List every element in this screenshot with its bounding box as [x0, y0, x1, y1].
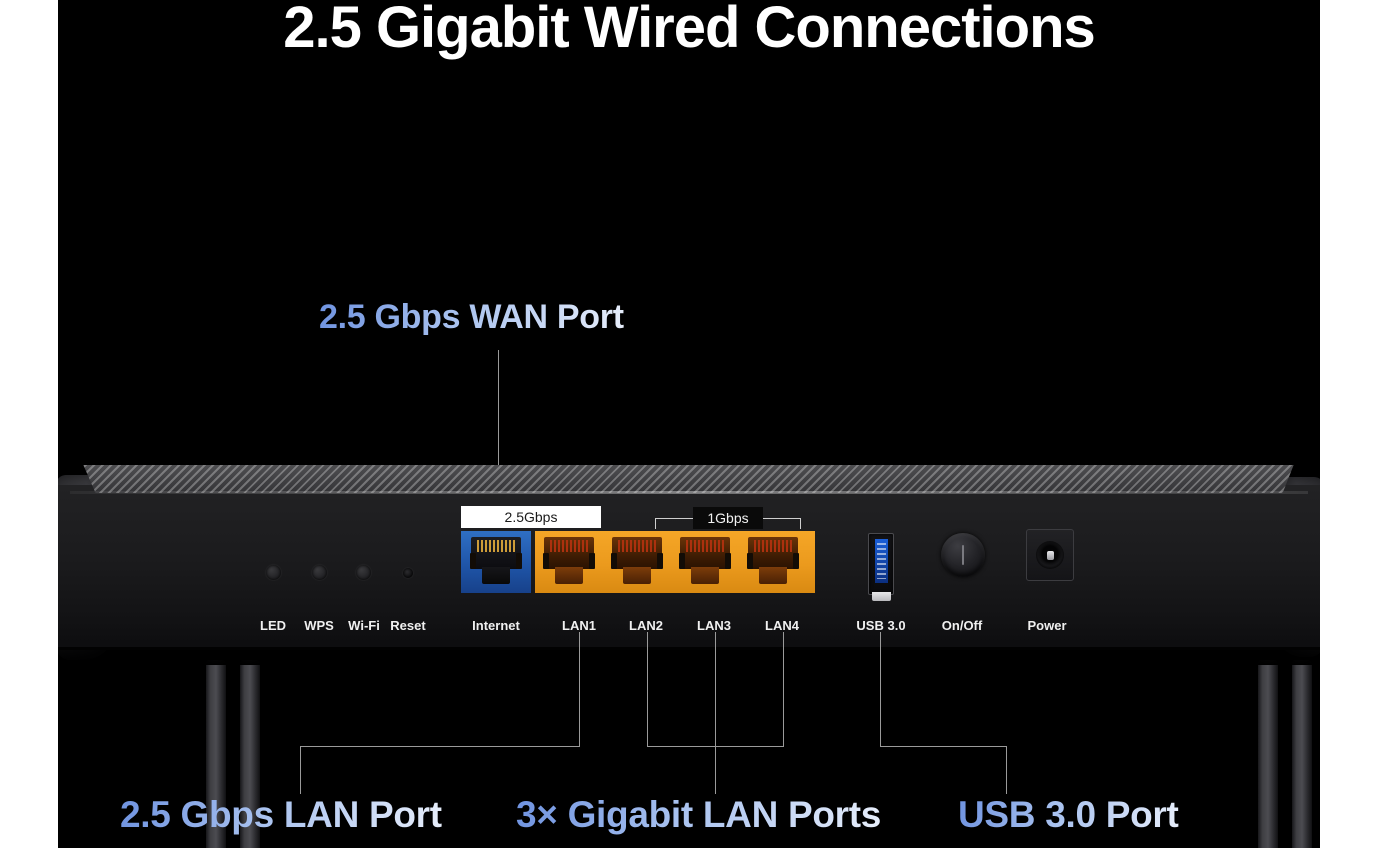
bracket-tick-right	[800, 518, 801, 529]
callout-gigabit-lan: 3× Gigabit LAN Ports	[516, 794, 882, 835]
jack-clip-left	[543, 553, 549, 569]
rj45-jack-lan1[interactable]	[543, 537, 595, 587]
leader-line-usb-v1	[880, 632, 881, 746]
antenna-left-1	[206, 660, 226, 848]
jack-latch-slot	[482, 567, 510, 584]
port-label-usb: USB 3.0	[856, 618, 906, 633]
port-label-reset: Reset	[390, 618, 426, 633]
speed-tag-lan-group: 1Gbps	[693, 507, 763, 529]
page-title: 2.5 Gigabit Wired Connections	[283, 0, 1096, 60]
lan-port-bezel	[535, 531, 815, 593]
speed-tag-wan: 2.5Gbps	[461, 506, 601, 528]
callout-usb-port: USB 3.0 Port	[958, 794, 1179, 835]
wifi-button[interactable]	[356, 565, 371, 580]
chassis-base-shadow	[58, 647, 1320, 665]
jack-latch-slot	[623, 567, 651, 584]
leader-line-wan	[498, 350, 499, 500]
power-button[interactable]	[941, 533, 985, 577]
image-content-panel: 2.5 Gigabit Wired Connections 2.5 Gbps W…	[58, 0, 1320, 848]
leader-line-lan25-v2	[300, 746, 301, 794]
bracket-tick-left	[655, 518, 656, 529]
jack-clip-left	[470, 553, 476, 569]
callout-lan-25gbps: 2.5 Gbps LAN Port	[120, 794, 442, 835]
port-label-led: LED	[260, 618, 286, 633]
leader-line-gig-v-lan2	[647, 632, 648, 746]
jack-clip-left	[747, 553, 753, 569]
port-label-power: Power	[1027, 618, 1067, 633]
port-label-wifi: Wi-Fi	[348, 618, 380, 633]
jack-contact-pins	[550, 540, 588, 552]
dc-power-jack[interactable]	[1026, 529, 1074, 581]
port-label-lan2: LAN2	[629, 618, 663, 633]
rj45-jack-lan4[interactable]	[747, 537, 799, 587]
jack-clip-left	[611, 553, 617, 569]
rj45-jack-lan3[interactable]	[679, 537, 731, 587]
callout-wan-port: 2.5 Gbps WAN Port	[319, 298, 624, 336]
wan-port-bezel	[461, 531, 531, 593]
jack-latch-slot	[555, 567, 583, 584]
jack-clip-right	[516, 553, 522, 569]
jack-clip-right	[657, 553, 663, 569]
port-label-internet: Internet	[472, 618, 520, 633]
jack-clip-left	[679, 553, 685, 569]
usb-blue-insert	[875, 539, 888, 583]
jack-contact-pins	[754, 540, 792, 552]
leader-line-gig-v-lan4	[783, 632, 784, 746]
jack-contact-pins	[686, 540, 724, 552]
jack-contact-pins	[477, 540, 515, 552]
antenna-right-2	[1292, 660, 1312, 848]
port-label-wps: WPS	[304, 618, 334, 633]
leader-line-gig-v-drop	[715, 632, 716, 794]
reset-pinhole[interactable]	[403, 568, 413, 578]
jack-clip-right	[793, 553, 799, 569]
wps-button[interactable]	[312, 565, 327, 580]
usb-3-port[interactable]	[868, 533, 894, 601]
leader-line-lan25-h	[300, 746, 580, 747]
rj45-jack-internet[interactable]	[470, 537, 522, 587]
router-device: 2.5Gbps 1Gbps	[58, 455, 1320, 848]
jack-latch-slot	[691, 567, 719, 584]
jack-clip-right	[725, 553, 731, 569]
jack-clip-right	[589, 553, 595, 569]
rj45-jack-lan2[interactable]	[611, 537, 663, 587]
led-indicator	[266, 565, 281, 580]
port-label-onoff: On/Off	[941, 618, 983, 633]
leader-line-lan25-v1	[579, 632, 580, 746]
jack-latch-slot	[759, 567, 787, 584]
leader-line-usb-h	[880, 746, 1006, 747]
port-label-lan1: LAN1	[562, 618, 596, 633]
dc-jack-center-pin	[1047, 551, 1054, 560]
chassis-top-edge-highlight	[70, 491, 1308, 494]
jack-contact-pins	[618, 540, 656, 552]
speed-bracket-lan-group: 1Gbps	[655, 507, 801, 529]
rear-port-cluster: 2.5Gbps 1Gbps	[58, 455, 1320, 685]
port-label-lan3: LAN3	[697, 618, 731, 633]
leader-line-usb-v2	[1006, 746, 1007, 794]
antenna-right-1	[1258, 660, 1278, 848]
top-vent-mesh	[83, 465, 1294, 493]
port-label-lan4: LAN4	[765, 618, 799, 633]
antenna-left-2	[240, 660, 260, 848]
usb-lower-lip	[872, 592, 891, 601]
